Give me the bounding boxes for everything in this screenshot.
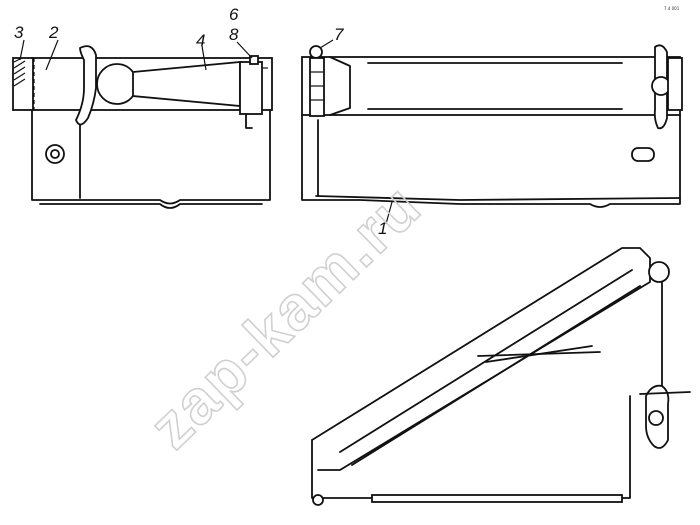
- bracket-lower-edge: [315, 195, 681, 201]
- callout-4: 4: [196, 31, 205, 50]
- mounting-hole: [45, 144, 65, 164]
- pivot-joint: [648, 261, 670, 283]
- bracket-flange: [39, 203, 263, 209]
- bracket-top-plate: [301, 56, 681, 116]
- hinge-barrel: [309, 57, 325, 117]
- mounting-hole-inner: [50, 149, 60, 159]
- bracket-bevel: [329, 56, 351, 116]
- clamp: [239, 61, 263, 115]
- callout-1: 1: [378, 219, 387, 238]
- right-view: [301, 44, 683, 208]
- bracket-lower-body: [301, 114, 681, 208]
- diaphragm-block: [12, 57, 34, 111]
- diagonal-arm-lower: [351, 285, 641, 466]
- slot-hole: [631, 147, 655, 162]
- diagonal-cross-bar-2: [485, 345, 593, 363]
- bottom-rod: [371, 494, 623, 503]
- corner-code: 7.4 001: [664, 6, 680, 11]
- diagonal-arm-inner: [339, 269, 633, 453]
- horn-handle: [75, 45, 97, 126]
- callout-7: 7: [334, 25, 344, 44]
- lower-knob-hub: [648, 410, 664, 426]
- callout-3: 3: [14, 23, 24, 42]
- callout-6: 6: [229, 5, 239, 24]
- bottom-hinge: [312, 494, 324, 506]
- clamp-bolt: [249, 55, 259, 65]
- callout-2: 2: [48, 23, 59, 42]
- lower-knob-axle: [639, 391, 691, 395]
- diagonal-arm-outer: [311, 247, 651, 471]
- left-view: [12, 45, 273, 209]
- clamp-hook: [245, 113, 253, 129]
- horn-hub: [96, 63, 138, 105]
- right-end-cap: [667, 57, 683, 111]
- bottom-view: [311, 247, 691, 506]
- watermark: zap-kam.ru: [137, 171, 435, 462]
- leader-lines: [19, 39, 393, 225]
- bracket-body: [31, 109, 271, 205]
- callout-8: 8: [229, 25, 239, 44]
